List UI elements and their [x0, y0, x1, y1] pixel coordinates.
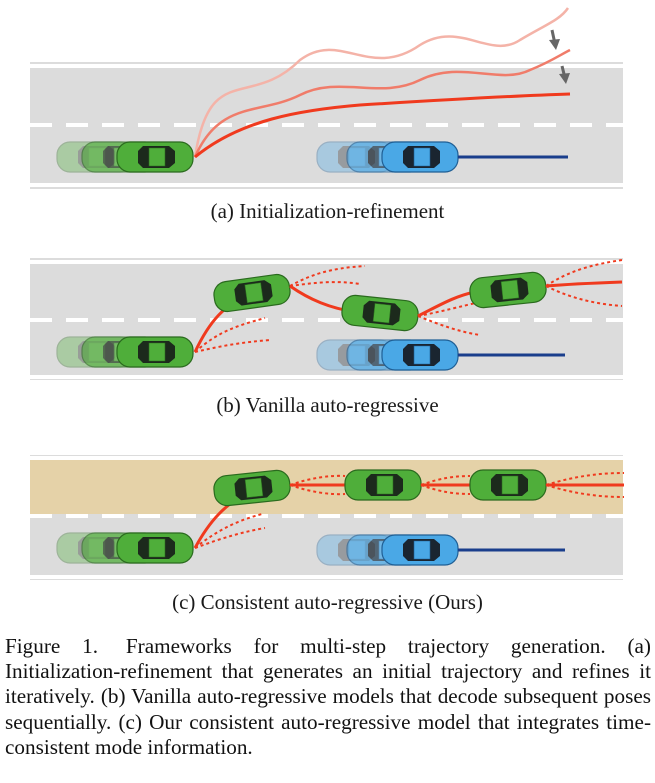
ego-car-step2: [344, 469, 422, 501]
panel-b: [30, 258, 623, 380]
panel-c-caption: (c) Consistent auto-regressive (Ours): [172, 590, 483, 614]
ego-car: [116, 336, 194, 368]
figure-caption-text: Frameworks for multi-step trajectory gen…: [5, 634, 651, 759]
figure-caption: Figure 1. Frameworks for multi-step traj…: [5, 634, 651, 760]
refinement-iteration-2: [193, 48, 571, 158]
ego-car: [116, 532, 194, 564]
ego-car-step3: [469, 469, 547, 501]
panel-a: [30, 7, 623, 189]
panel-c: [30, 455, 625, 580]
other-car: [381, 141, 459, 173]
panel-b-caption: (b) Vanilla auto-regressive: [216, 393, 439, 417]
other-car: [381, 534, 459, 566]
other-car: [381, 339, 459, 371]
figure-label: Figure 1.: [5, 634, 99, 658]
refinement-final: [194, 92, 571, 159]
figure-illustration: [30, 7, 625, 580]
panel-a-caption: (a) Initialization-refinement: [210, 199, 445, 223]
refinement-iteration-1: [193, 7, 570, 158]
ego-car: [116, 141, 194, 173]
